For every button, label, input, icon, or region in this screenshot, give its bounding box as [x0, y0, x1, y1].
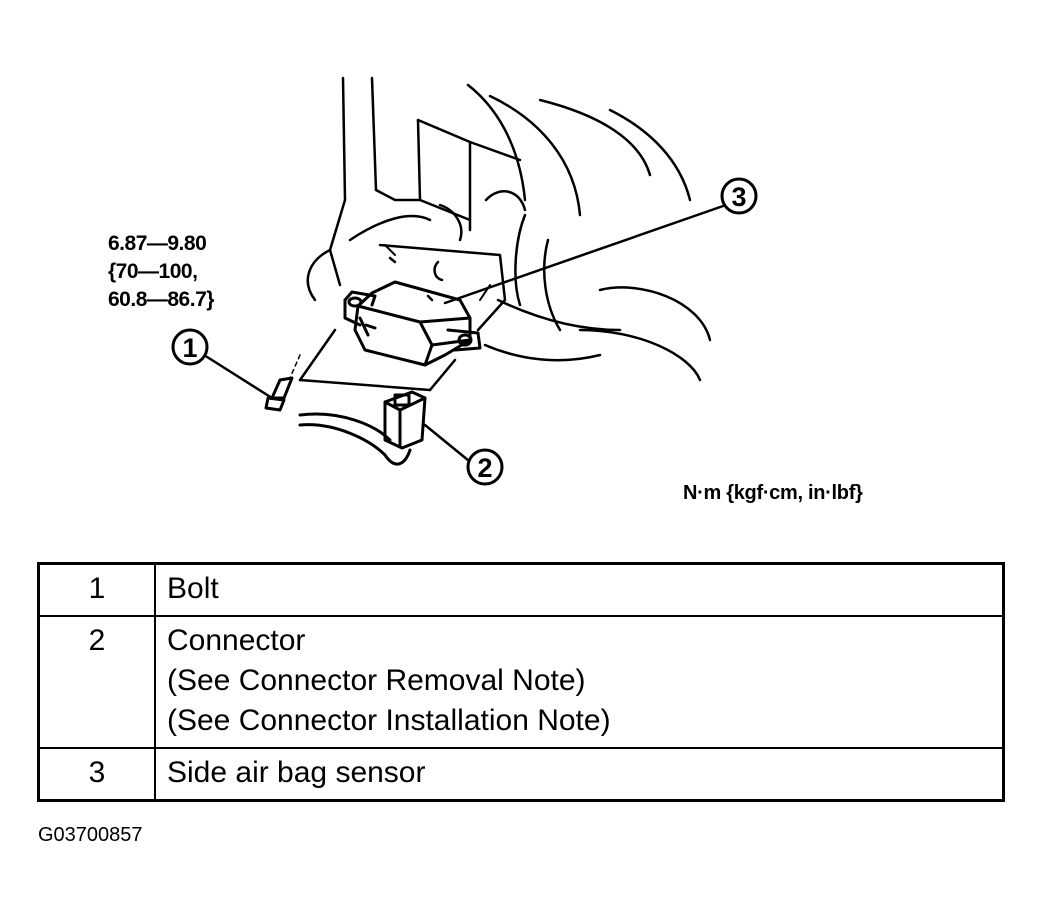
torque-spec-line-2: {70—100, [108, 260, 198, 283]
sensor-illustration: 1 2 3 [171, 76, 758, 486]
legend-number: 2 [37, 615, 156, 749]
callout-1-number: 1 [182, 333, 197, 363]
callout-3: 3 [720, 177, 758, 215]
legend-description: Connector (See Connector Removal Note) (… [154, 615, 1005, 749]
legend-row: 1 Bolt [37, 562, 1005, 617]
callout-3-number: 3 [731, 182, 746, 212]
units-label: N·m {kgf·cm, in·lbf} [683, 482, 863, 504]
parts-legend-table: 1 Bolt 2 Connector (See Connector Remova… [37, 562, 1005, 802]
legend-number: 1 [37, 562, 156, 617]
side-air-bag-sensor-shape [343, 280, 482, 367]
callout-2-number: 2 [477, 453, 492, 483]
seat-frame-lines [298, 76, 712, 392]
figure-id: G03700857 [38, 824, 143, 846]
legend-description: Side air bag sensor [154, 747, 1005, 802]
legend-line: Side air bag sensor [167, 756, 426, 789]
legend-number: 3 [37, 747, 156, 802]
legend-line: (See Connector Removal Note) [167, 664, 586, 697]
legend-row: 2 Connector (See Connector Removal Note)… [37, 615, 1005, 749]
torque-spec: 6.87—9.80 {70—100, 60.8—86.7} [108, 230, 214, 314]
callout-1: 1 [171, 328, 209, 366]
torque-spec-line-3: 60.8—86.7} [108, 288, 214, 311]
legend-line: Connector [167, 624, 306, 657]
legend-row: 3 Side air bag sensor [37, 747, 1005, 802]
callout-2: 2 [466, 448, 504, 486]
torque-spec-line-1: 6.87—9.80 [108, 232, 207, 255]
legend-line: Bolt [167, 572, 219, 605]
connector-shape [298, 390, 427, 466]
legend-line: (See Connector Installation Note) [167, 704, 611, 737]
mounting-bracket [378, 243, 507, 332]
legend-description: Bolt [154, 562, 1005, 617]
leader-lines [202, 203, 728, 467]
